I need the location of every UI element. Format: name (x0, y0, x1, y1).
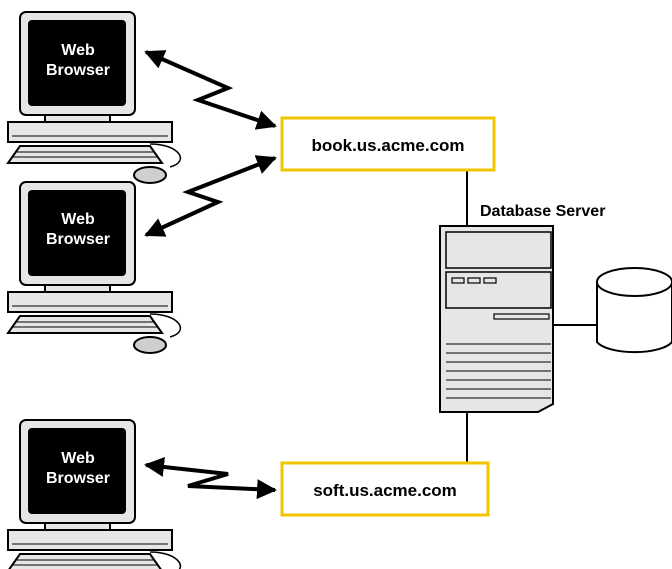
host-soft-label: soft.us.acme.com (313, 481, 457, 500)
server-tower-icon (439, 225, 554, 413)
client-computer-1: Web Browser (7, 11, 182, 184)
host-book-label: book.us.acme.com (311, 136, 464, 155)
client-1-label-line1: Web (61, 42, 95, 59)
host-book: book.us.acme.com (280, 116, 496, 172)
client-2-label-line2: Browser (46, 231, 110, 248)
client-1-label-line2: Browser (46, 62, 110, 79)
database-server-label: Database Server (480, 203, 605, 220)
client-2-label-line1: Web (61, 211, 95, 228)
client-computer-3: Web Browser (7, 419, 182, 569)
client-3-label-line1: Web (61, 450, 95, 467)
database-disk-icon (596, 267, 672, 354)
host-soft: soft.us.acme.com (280, 461, 490, 517)
connection-arrow-1 (144, 50, 277, 130)
connection-arrow-3 (144, 457, 277, 500)
client-3-label-line2: Browser (46, 470, 110, 487)
connection-arrow-2 (144, 155, 277, 237)
client-computer-2: Web Browser (7, 181, 182, 354)
